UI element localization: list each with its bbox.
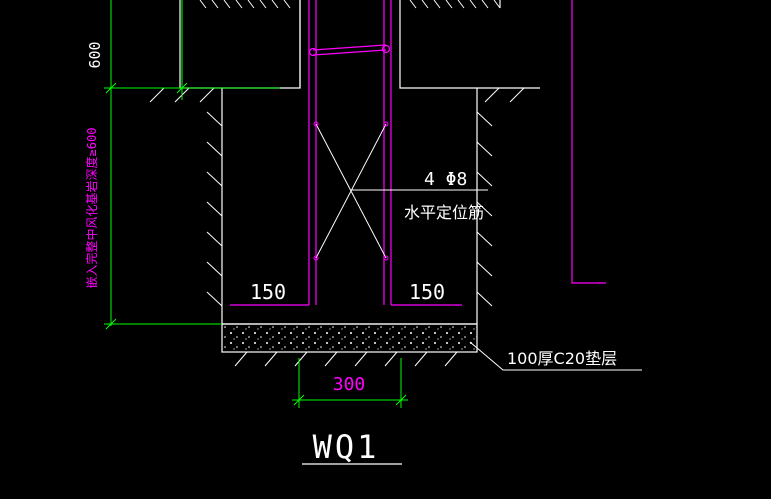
rebar-label: 4 Φ8 <box>424 169 467 190</box>
top-soil-hatching <box>199 0 501 9</box>
dim-left-vertical-label: 嵌入完整中风化基岩深度≥600 <box>84 128 99 289</box>
ground-hatching <box>149 87 525 103</box>
dim-bottom-300-label: 300 <box>333 374 366 395</box>
dim-right-150-label: 150 <box>409 280 445 304</box>
bottom-hatching <box>234 351 458 367</box>
drawing-title: WQ1 <box>313 428 380 466</box>
left-side-hatching <box>206 111 223 307</box>
dim-left-150-label: 150 <box>250 280 286 304</box>
rebar-cage <box>230 0 606 306</box>
rebar-right-far-column <box>571 0 606 284</box>
upper-wall-outline <box>179 0 540 89</box>
right-side-hatching <box>476 111 493 307</box>
dimension-lines <box>104 0 408 408</box>
dim-top-left-label: 600 <box>86 41 104 68</box>
rebar-note: 水平定位筋 <box>404 203 484 222</box>
cushion-note: 100厚C20垫层 <box>507 349 617 368</box>
c20-cushion-layer <box>221 323 478 353</box>
rebar-tie <box>312 44 387 56</box>
positioning-rebar-cross <box>315 123 387 259</box>
positioning-rebar-dots <box>313 121 389 261</box>
cushion-leader <box>469 341 642 371</box>
